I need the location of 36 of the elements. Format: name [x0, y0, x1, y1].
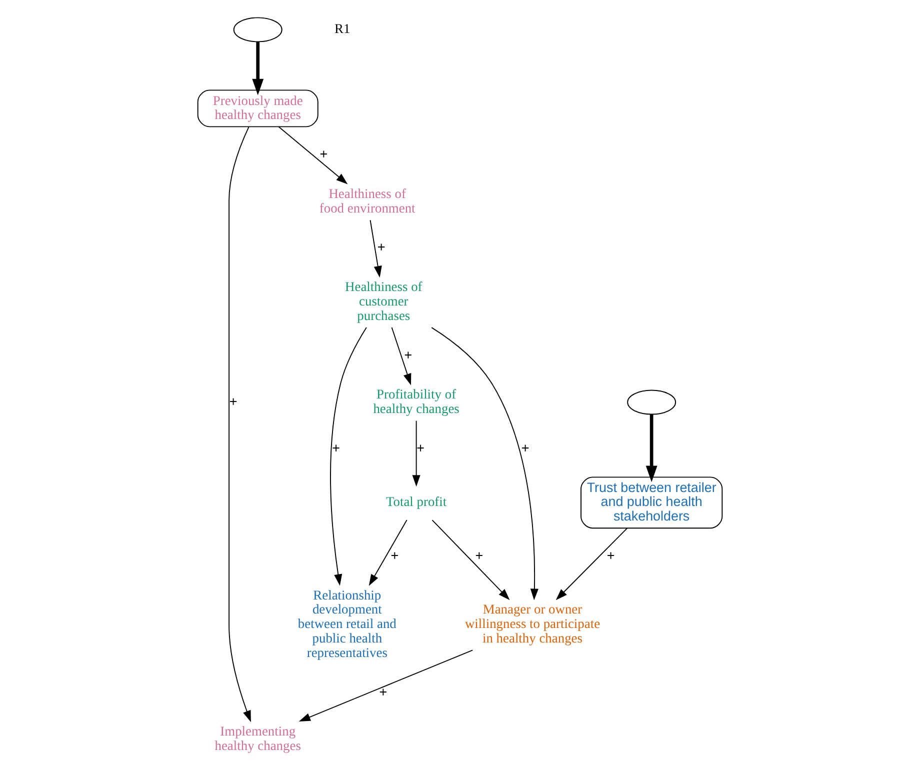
arrow: [555, 528, 628, 600]
node-box: Previously made healthy changes: [196, 90, 318, 128]
node-text: Manager or owner willingness to participate in healthy changes: [464, 602, 600, 646]
node-text: Implementing healthy changes: [214, 724, 300, 754]
arrow: [390, 327, 411, 386]
arrow: [430, 327, 538, 600]
edge-label: +: [228, 394, 237, 409]
arrow: [368, 520, 407, 586]
arrow: [431, 520, 510, 600]
edge-label: +: [520, 440, 529, 456]
edge-label: +: [319, 146, 328, 162]
edge-label: +: [378, 684, 387, 700]
node-cloud: [232, 17, 282, 42]
node-text: Healthiness of customer purchases: [344, 279, 422, 323]
edge-label: +: [332, 440, 340, 456]
edge-label: +: [606, 548, 614, 563]
arrow: [298, 650, 473, 722]
label: R1: [334, 21, 350, 36]
edge-label: +: [474, 548, 483, 563]
node-text: Profitability of healthy changes: [372, 386, 459, 416]
edge-label: +: [404, 347, 412, 362]
node-text: Relationship development between retail and public health representatives: [297, 587, 396, 660]
edge-label: +: [416, 440, 424, 456]
node-cloud: [626, 390, 676, 415]
arrow: [412, 420, 420, 487]
node-box: Trust between retailer and public health stakeholders: [580, 476, 722, 529]
arrow: [369, 220, 382, 278]
arrow: [228, 126, 250, 722]
edge-label: +: [376, 240, 385, 255]
arrow: [252, 42, 264, 96]
node-text: Total profit: [385, 494, 446, 510]
arrow: [645, 414, 657, 482]
node-text: Healthiness of food environment: [318, 186, 415, 216]
arrow: [278, 126, 348, 184]
arrow: [330, 327, 366, 586]
edge-label: +: [390, 548, 398, 563]
